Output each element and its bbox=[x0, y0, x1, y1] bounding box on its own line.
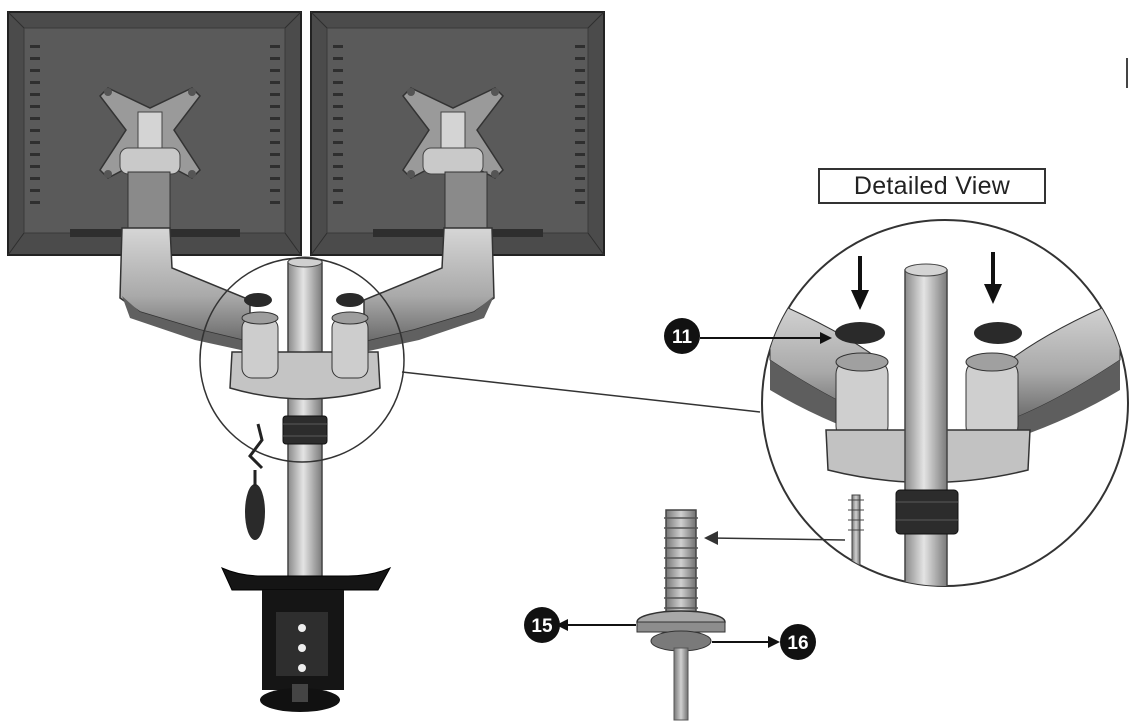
detail-view-title: Detailed View bbox=[818, 168, 1046, 204]
detail-view-circle bbox=[761, 219, 1129, 587]
callout-16-label: 16 bbox=[787, 633, 808, 654]
bolt-leader-line bbox=[709, 537, 846, 541]
callout-11: 11 bbox=[664, 318, 832, 354]
bolt-leader-arrowhead bbox=[704, 531, 718, 545]
right-monitor-vents bbox=[333, 45, 585, 204]
callout-15-label: 15 bbox=[531, 616, 553, 637]
left-monitor-vents bbox=[30, 45, 280, 204]
insert-arrow-left bbox=[851, 256, 869, 310]
bolt-assembly bbox=[636, 509, 726, 721]
detail-cap-left bbox=[835, 322, 885, 344]
detail-source-circle bbox=[199, 257, 405, 463]
hex-key-tool bbox=[245, 423, 265, 540]
right-arm bbox=[363, 171, 495, 352]
desk-clamp bbox=[221, 566, 392, 712]
detail-cap-right bbox=[974, 322, 1022, 344]
right-vesa-plate bbox=[402, 87, 504, 179]
detail-leader-line bbox=[401, 371, 761, 413]
hub-collar bbox=[229, 293, 381, 445]
insert-arrow-right bbox=[984, 252, 1002, 304]
detail-view-title-text: Detailed View bbox=[853, 171, 1011, 200]
callout-15: 15 bbox=[524, 607, 636, 643]
callout-11-label: 11 bbox=[672, 327, 693, 348]
callout-16: 16 bbox=[712, 624, 816, 660]
